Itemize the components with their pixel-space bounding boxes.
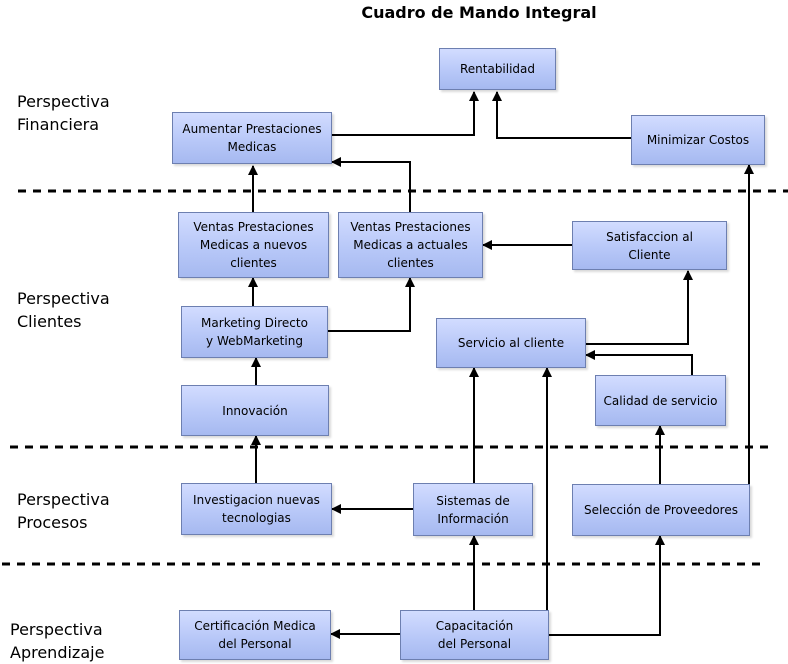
node-rentabilidad: Rentabilidad xyxy=(439,48,556,90)
node-minimizar-costos: Minimizar Costos xyxy=(631,115,765,165)
node-innovacion: Innovación xyxy=(181,385,329,436)
node-servicio-label: Servicio al cliente xyxy=(457,336,565,350)
arrow-servicio-to-satisfaccion xyxy=(586,270,693,345)
node-satisfaccion-label: Satisfaccion al Cliente xyxy=(606,229,693,262)
node-ventas-actuales-label: Ventas Prestaciones Medicas a actuales c… xyxy=(350,220,471,270)
node-aumentar-prestaciones: Aumentar Prestaciones Medicas xyxy=(172,112,332,164)
node-ventas-actuales: Ventas Prestaciones Medicas a actuales c… xyxy=(338,212,483,278)
node-sistemas-label: Sistemas de Información xyxy=(436,493,510,526)
node-certificacion-label: Certificación Medica del Personal xyxy=(194,619,316,651)
node-rentabilidad-label: Rentabilidad xyxy=(459,62,536,76)
node-seleccion-label: Selección de Proveedores xyxy=(584,503,738,517)
node-innovacion-label: Innovación xyxy=(222,403,288,418)
node-satisfaccion: Satisfaccion al Cliente xyxy=(572,221,727,270)
perspective-dividers xyxy=(2,189,788,566)
node-marketing-label: Marketing Directo y WebMarketing xyxy=(201,316,308,348)
node-calidad-label: Calidad de servicio xyxy=(603,393,718,408)
arrow-calidad-to-servicio xyxy=(585,350,693,375)
node-ventas-nuevos-label: Ventas Prestaciones Medicas a nuevos cli… xyxy=(193,220,314,270)
perspective-aprendizaje-label: Perspectiva Aprendizaje xyxy=(10,620,105,662)
arrow-minimizar-to-rentabilidad xyxy=(492,91,631,139)
node-investigacion-label: Investigacion nuevas tecnologias xyxy=(193,493,320,525)
node-capacitacion-label: Capacitación del Personal xyxy=(435,619,514,651)
perspective-financiera-label: Perspectiva Financiera xyxy=(17,92,110,134)
perspective-clientes-label: Perspectiva Clientes xyxy=(17,289,110,331)
node-aumentar-label: Aumentar Prestaciones Medicas xyxy=(182,122,322,154)
diagram-title: Cuadro de Mando Integral xyxy=(361,3,597,22)
node-sistemas-informacion: Sistemas de Información xyxy=(413,483,533,536)
node-certificacion: Certificación Medica del Personal xyxy=(179,610,331,660)
node-ventas-nuevos: Ventas Prestaciones Medicas a nuevos cli… xyxy=(178,212,329,278)
arrow-marketing-to-ventas-actuales xyxy=(328,277,415,332)
perspective-procesos-label: Perspectiva Procesos xyxy=(17,490,110,532)
node-servicio-cliente: Servicio al cliente xyxy=(436,318,586,368)
node-investigacion: Investigacion nuevas tecnologias xyxy=(181,483,332,535)
arrow-ventas-actuales-to-aumentar xyxy=(331,157,411,212)
arrow-capacitacion-to-seleccion xyxy=(549,535,665,636)
node-minimizar-label: Minimizar Costos xyxy=(646,133,750,147)
node-marketing: Marketing Directo y WebMarketing xyxy=(181,306,328,358)
node-capacitacion: Capacitación del Personal xyxy=(400,610,549,660)
node-seleccion-proveedores: Selección de Proveedores xyxy=(572,484,750,536)
arrow-aumentar-to-rentabilidad xyxy=(332,91,479,136)
node-calidad-servicio: Calidad de servicio xyxy=(595,375,726,426)
